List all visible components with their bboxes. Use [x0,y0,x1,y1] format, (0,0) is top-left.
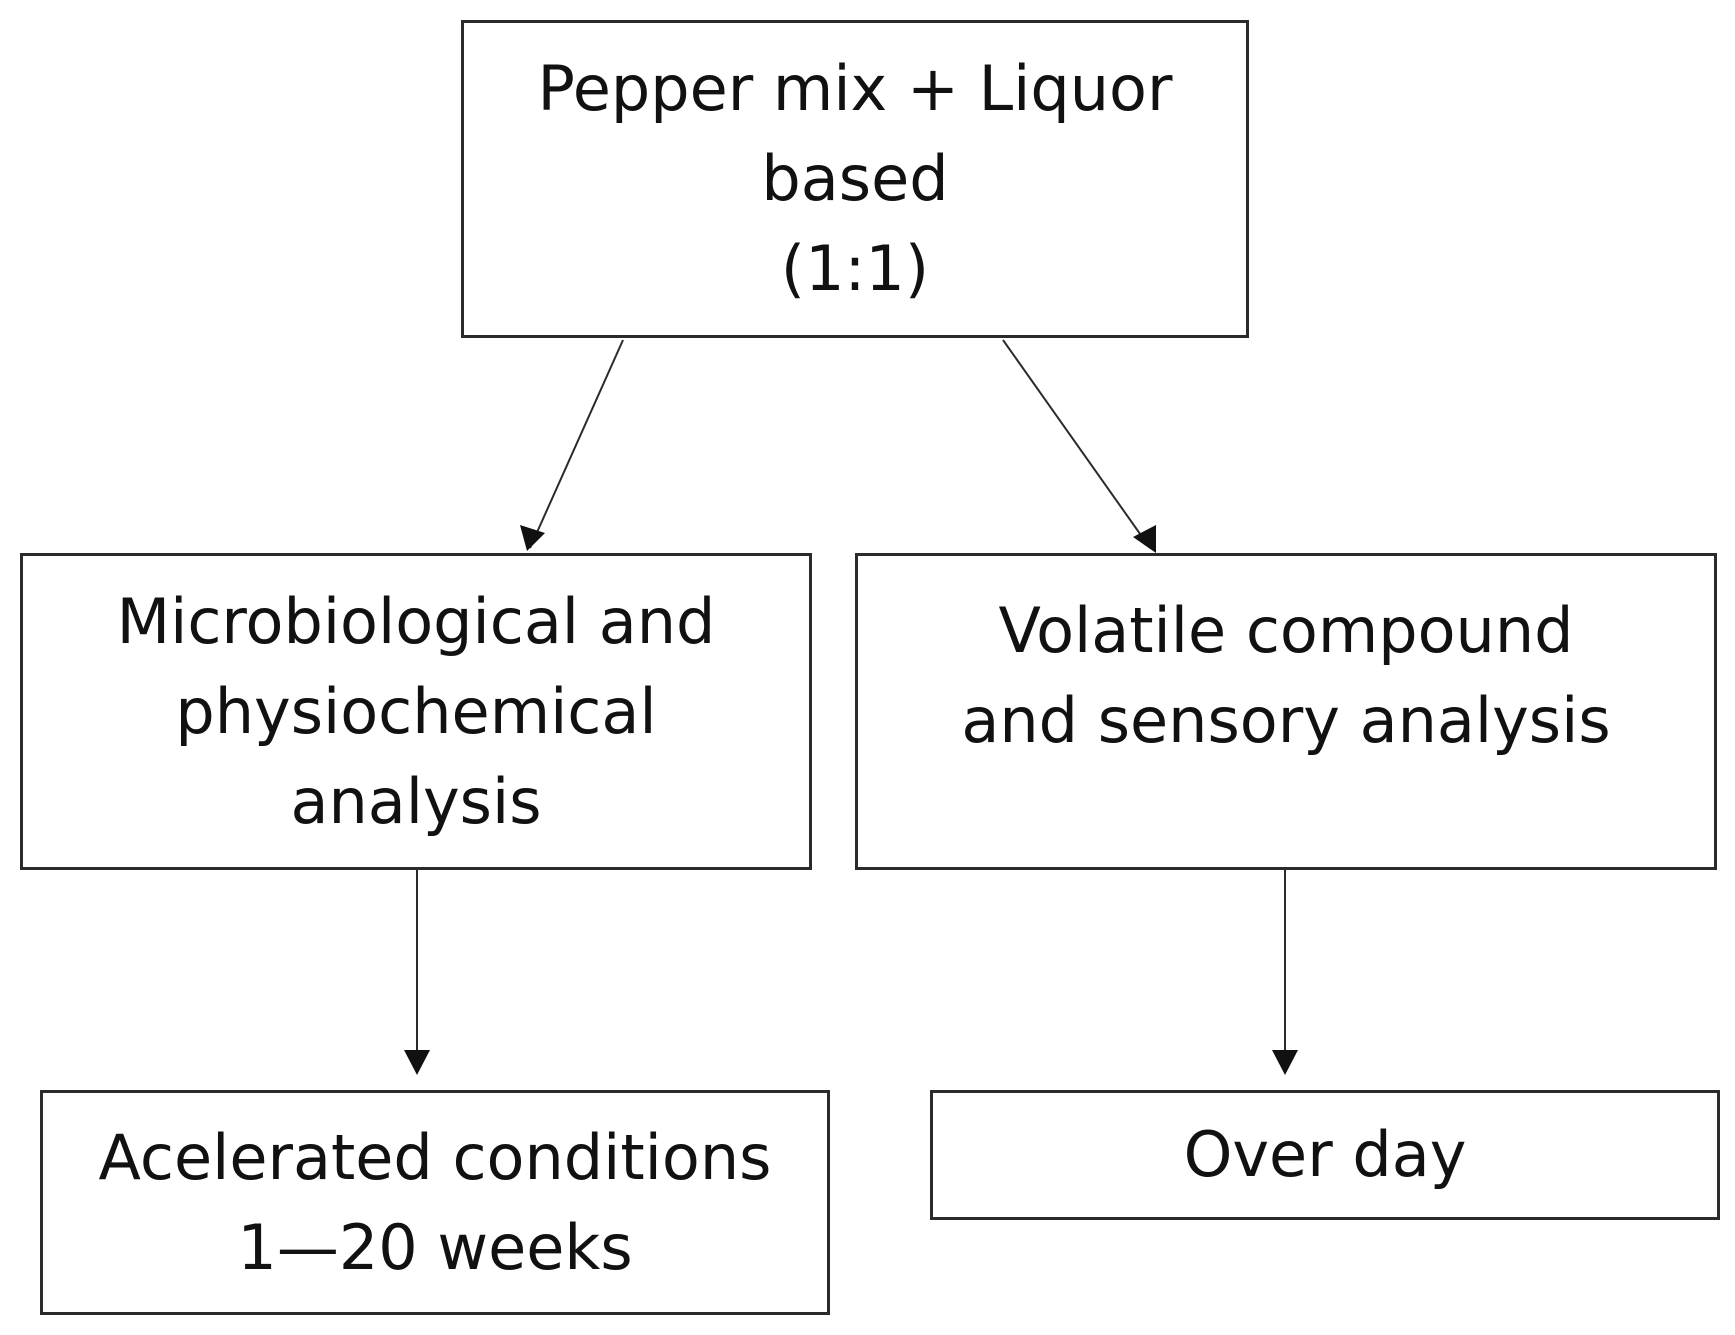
node-text-line: Acelerated conditions [98,1120,772,1194]
node-microbiological-analysis: Microbiological and physiochemical analy… [20,553,812,870]
node-text-line: physiochemical [175,674,657,748]
node-text-line: Microbiological and [116,584,716,658]
arrow-top-to-left [529,339,624,549]
arrow-top-to-right [1002,339,1151,549]
node-over-day: Over day [930,1090,1720,1220]
node-text-line: Over day [1183,1118,1467,1191]
node-text-line: Pepper mix + Liquor [537,52,1173,125]
node-text-line: based [761,142,949,215]
arrowhead-top-to-right [1133,525,1156,553]
node-volatile-sensory-analysis: Volatile compound and sensory analysis [855,553,1717,870]
node-text-line: (1:1) [780,232,930,305]
node-text-line: 1—20 weeks [237,1210,633,1284]
node-accelerated-conditions: Acelerated conditions 1—20 weeks [40,1090,830,1315]
arrowhead-right-to-bottom-right [1272,1050,1298,1075]
arrowhead-left-to-bottom-left [404,1050,430,1075]
arrowhead-top-to-left [520,525,545,551]
node-text-line: and sensory analysis [961,684,1611,757]
node-text-line: Volatile compound [998,594,1574,667]
node-text-line: analysis [290,764,542,838]
node-pepper-mix-liquor: Pepper mix + Liquor based (1:1) [461,20,1249,338]
